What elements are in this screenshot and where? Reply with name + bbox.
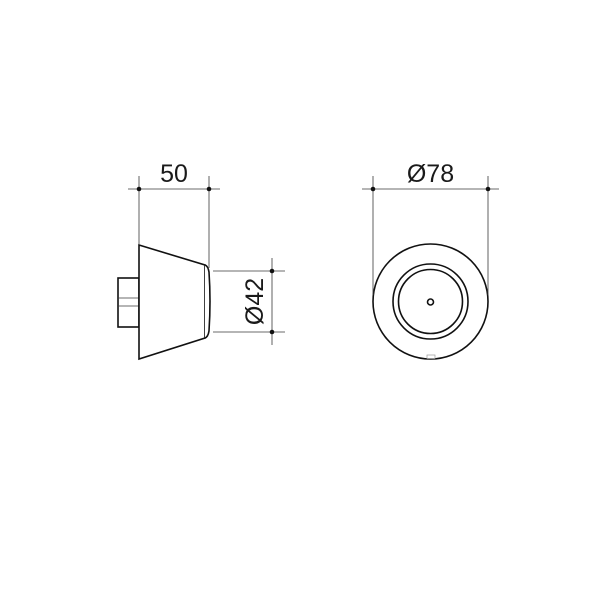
front-cap [204, 264, 211, 339]
mounting-stub [117, 277, 140, 328]
side-view: 50 Ø42 [117, 160, 285, 361]
dimension-label-outer-diameter: Ø78 [407, 160, 454, 188]
dimension-label-width: 50 [160, 160, 188, 188]
dimension-outer-diameter: Ø78 [362, 160, 499, 295]
dimension-cap-diameter: Ø42 [213, 258, 285, 345]
dimension-width: 50 [128, 160, 220, 268]
dimension-label-cap-diameter: Ø42 [241, 278, 269, 325]
front-view: Ø78 [362, 160, 499, 360]
cone-body [138, 243, 206, 361]
bottom-notch [426, 354, 436, 359]
center-hole [426, 298, 435, 306]
